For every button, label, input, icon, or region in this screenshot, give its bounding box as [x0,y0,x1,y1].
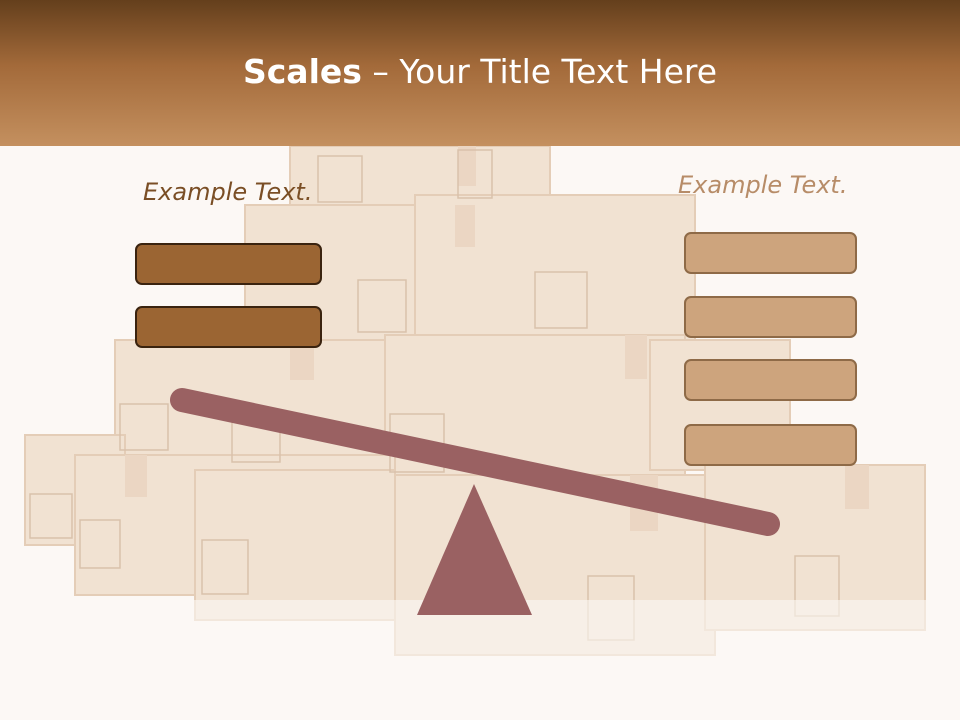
left-text-box-2[interactable] [135,306,322,348]
left-text-box-1[interactable] [135,243,322,285]
slide-title: Scales – Your Title Text Here [0,52,960,91]
right-text-box-3[interactable] [684,359,857,401]
scale-fulcrum [417,484,532,615]
slide-title-rest: – Your Title Text Here [361,52,718,91]
title-bar [0,0,960,146]
right-text-box-2[interactable] [684,296,857,338]
left-example-text: Example Text. [143,178,313,206]
right-example-text: Example Text. [678,171,848,199]
scale-beam [170,388,780,536]
right-text-box-4[interactable] [684,424,857,466]
right-text-box-1[interactable] [684,232,857,274]
slide-title-bold: Scales [242,52,362,91]
